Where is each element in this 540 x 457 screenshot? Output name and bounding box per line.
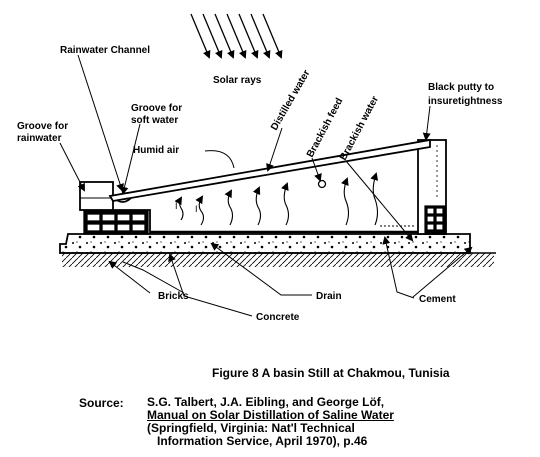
label-humid-air: Humid air: [133, 145, 179, 156]
right-bricks: [424, 205, 446, 234]
basin-still-diagram: I I Rainwater Channel Solar rays Distill…: [17, 13, 503, 323]
leader-lines: [59, 54, 473, 317]
label-rainwater-channel: Rainwater Channel: [60, 45, 150, 56]
left-basin-wall: [113, 209, 151, 234]
source-line-1: S.G. Talbert, J.A. Eibling, and George L…: [147, 395, 385, 409]
label-groove-rainwater-1: Groove for: [17, 121, 68, 132]
left-bricks: [83, 210, 149, 235]
label-black-putty-2: insuretightness: [428, 96, 503, 107]
solar-rays-group: [190, 13, 283, 59]
label-concrete: Concrete: [256, 312, 300, 323]
brackish-feed-outlet: [317, 179, 327, 189]
source-line-4: Information Service, April 1970), p.46: [157, 434, 368, 448]
label-drain: Drain: [316, 291, 342, 302]
svg-text:I: I: [175, 201, 178, 211]
ground-hatch: [62, 253, 494, 267]
source-label: Source:: [79, 396, 124, 410]
left-wall: [79, 181, 114, 211]
source-line-2: Manual on Solar Distillation of Saline W…: [147, 408, 394, 422]
label-groove-soft-2: soft water: [131, 115, 178, 126]
label-groove-soft-1: Groove for: [131, 103, 182, 114]
label-cement: Cement: [419, 294, 456, 305]
label-groove-rainwater-2: rainwater: [17, 133, 62, 144]
humid-air-arrows: [174, 172, 379, 226]
svg-text:I: I: [195, 204, 198, 214]
label-bricks: Bricks: [158, 291, 189, 302]
source-line-3: (Springfield, Virginia: Nat'l Technical: [147, 421, 355, 435]
concrete-slab: [59, 233, 471, 254]
label-solar-rays: Solar rays: [213, 75, 262, 86]
label-black-putty-1: Black putty to: [428, 82, 494, 93]
figure-caption: Figure 8 A basin Still at Chakmou, Tunis…: [212, 366, 450, 380]
label-distilled-water: Distilled water: [269, 68, 312, 132]
label-brackish-feed: Brackish feed: [305, 96, 346, 159]
source-citation: S.G. Talbert, J.A. Eibling, and George L…: [147, 396, 394, 448]
